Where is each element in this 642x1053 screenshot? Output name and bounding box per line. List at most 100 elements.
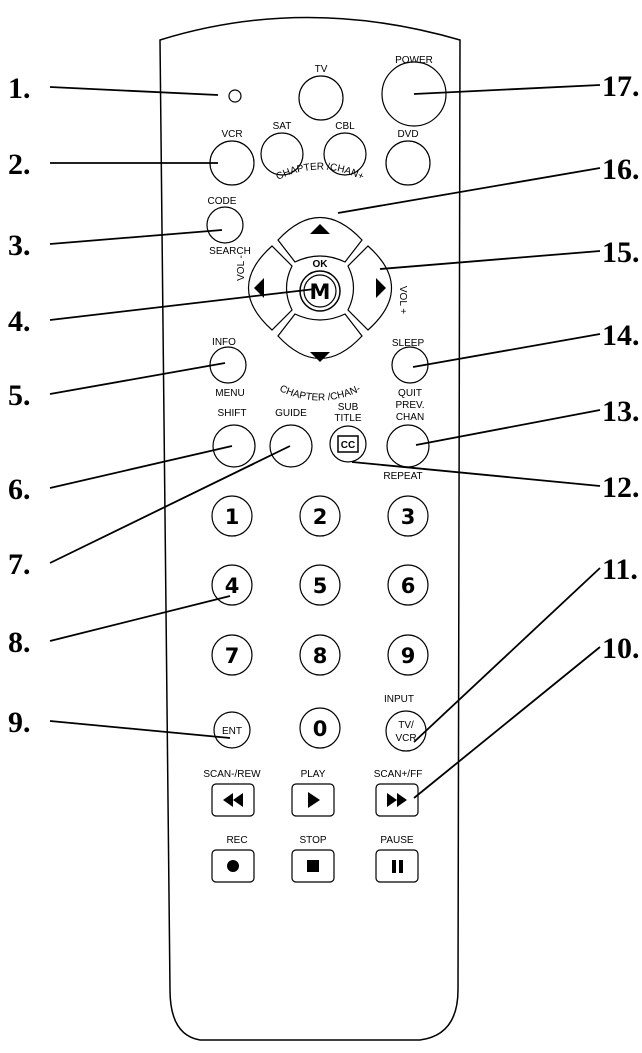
- fast-forward-icon: [387, 793, 407, 807]
- cc-label: CC: [341, 440, 355, 451]
- callout-14: 14.: [602, 319, 640, 352]
- vcr2-label: VCR: [395, 733, 416, 744]
- digit-6-button[interactable]: [387, 564, 429, 606]
- scan-rew-label: SCAN-/REW: [203, 769, 261, 780]
- search-label: SEARCH: [209, 246, 251, 257]
- callout-line-15: [379, 250, 601, 270]
- play-label: PLAY: [301, 769, 326, 780]
- digit-3-label: 3: [401, 505, 416, 529]
- callout-17: 17.: [602, 70, 640, 103]
- digit-2-button[interactable]: [299, 495, 341, 537]
- sat-label: SAT: [273, 121, 292, 132]
- digit-1-button[interactable]: [211, 495, 253, 537]
- pause-button[interactable]: [375, 849, 419, 883]
- ok-label: OK: [313, 259, 329, 270]
- quit-label: QUIT: [398, 388, 422, 399]
- chan-down-arrow-icon: [310, 352, 330, 362]
- digit-7-button[interactable]: [211, 634, 253, 676]
- callout-line-3: [49, 229, 223, 245]
- remote-body: [159, 16, 461, 1041]
- sub-label: SUB: [338, 402, 359, 413]
- menu-key-label: M: [310, 280, 331, 304]
- shift-label: SHIFT: [218, 408, 247, 419]
- scan-ff-label: SCAN+/FF: [374, 769, 423, 780]
- vcr-label: VCR: [221, 129, 242, 140]
- callout-6: 6.: [8, 473, 31, 506]
- vol-plus-label: VOL +: [397, 286, 408, 314]
- rec-label: REC: [226, 835, 247, 846]
- rewind-icon: [223, 793, 243, 807]
- shift-button[interactable]: [212, 424, 256, 468]
- chan-label: CHAN: [396, 412, 424, 423]
- callout-7: 7.: [8, 548, 31, 581]
- callout-13: 13.: [602, 395, 640, 428]
- callout-9: 9.: [8, 706, 31, 739]
- digit-5-label: 5: [313, 574, 328, 598]
- callout-line-5: [49, 362, 226, 395]
- callout-line-10: [413, 646, 601, 799]
- callout-line-14: [412, 333, 601, 368]
- pause-label: PAUSE: [380, 835, 413, 846]
- indicator-led: [228, 89, 242, 103]
- callout-15: 15.: [602, 236, 640, 269]
- power-label: POWER: [395, 55, 433, 66]
- vol-minus-label: VOL -: [236, 255, 247, 281]
- callout-8: 8.: [8, 626, 31, 659]
- digit-9-label: 9: [401, 644, 416, 668]
- chan-up-arrow-icon: [310, 224, 330, 234]
- play-icon: [308, 792, 320, 808]
- callout-line-13: [415, 409, 601, 446]
- tv-button[interactable]: [298, 75, 344, 121]
- cbl-label: CBL: [335, 121, 355, 132]
- ent-label: ENT: [222, 726, 242, 737]
- digit-1-label: 1: [225, 505, 240, 529]
- chan-up-button[interactable]: [277, 217, 363, 263]
- vol-down-button[interactable]: [248, 245, 293, 331]
- callout-line-17: [413, 84, 601, 95]
- callout-16: 16.: [602, 153, 640, 186]
- code-search-button[interactable]: [206, 206, 244, 244]
- callout-5: 5.: [8, 379, 31, 412]
- callout-3: 3.: [8, 229, 31, 262]
- sat-button[interactable]: [260, 132, 304, 176]
- tv-vcr-input-button[interactable]: [385, 710, 427, 752]
- callout-line-12: [351, 461, 601, 487]
- digit-0-button[interactable]: [299, 707, 341, 749]
- dvd-label: DVD: [397, 129, 418, 140]
- guide-label: GUIDE: [275, 408, 307, 419]
- cc-icon: [337, 435, 359, 453]
- callout-line-8: [49, 595, 231, 642]
- input-label: INPUT: [384, 694, 414, 705]
- callout-line-4: [49, 288, 316, 321]
- chan-down-button[interactable]: [277, 313, 363, 359]
- callout-4: 4.: [8, 305, 31, 338]
- digit-3-button[interactable]: [387, 495, 429, 537]
- callout-2: 2.: [8, 148, 31, 181]
- ent-button[interactable]: [213, 711, 251, 749]
- code-label: CODE: [208, 196, 237, 207]
- callout-line-11: [413, 567, 601, 743]
- digit-2-label: 2: [313, 505, 328, 529]
- info-label: INFO: [212, 337, 236, 348]
- digit-9-button[interactable]: [387, 634, 429, 676]
- callout-12: 12.: [602, 471, 640, 504]
- guide-button[interactable]: [269, 424, 313, 468]
- digit-7-label: 7: [225, 644, 240, 668]
- callout-11: 11.: [602, 553, 638, 586]
- prev-chan-repeat-button[interactable]: [386, 424, 430, 468]
- pause-icon: [392, 860, 403, 873]
- dvd-button[interactable]: [385, 140, 431, 186]
- stop-label: STOP: [299, 835, 326, 846]
- cbl-button[interactable]: [323, 132, 367, 176]
- tv-label: TV: [315, 64, 328, 75]
- sleep-label: SLEEP: [392, 338, 425, 349]
- digit-8-button[interactable]: [299, 634, 341, 676]
- digit-5-button[interactable]: [299, 564, 341, 606]
- digit-4-button[interactable]: [211, 564, 253, 606]
- callout-10: 10.: [602, 632, 640, 665]
- digit-8-label: 8: [313, 644, 328, 668]
- title-label: TITLE: [334, 413, 362, 424]
- vol-up-button[interactable]: [347, 245, 392, 331]
- prev-label: PREV.: [395, 400, 424, 411]
